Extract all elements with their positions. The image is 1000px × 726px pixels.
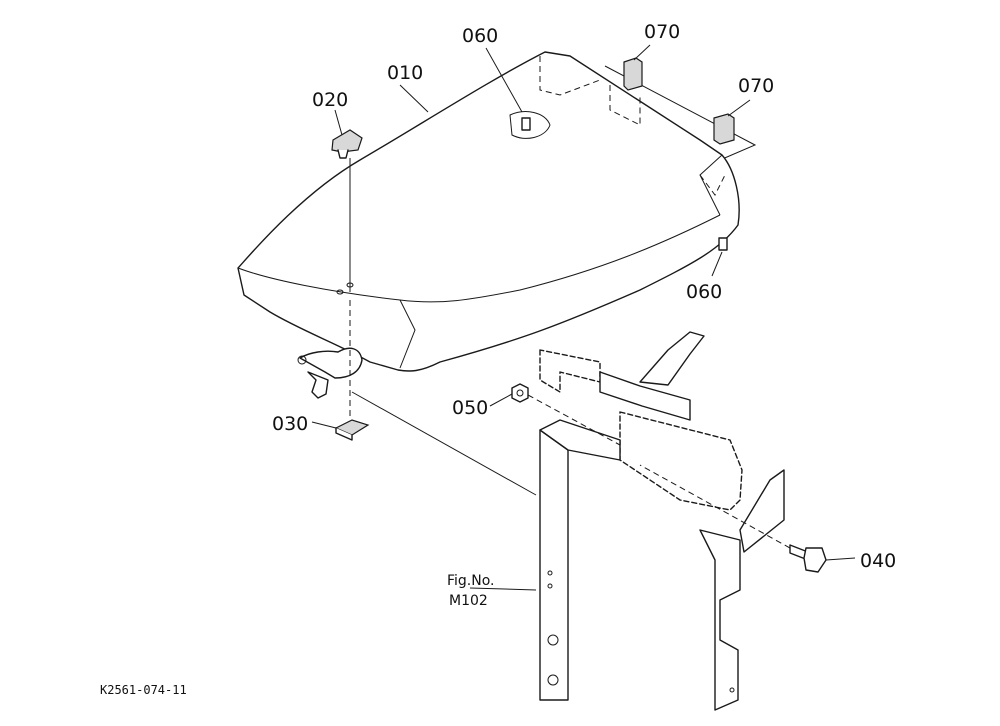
pad-070-left — [623, 57, 643, 91]
latch-030 — [297, 347, 363, 399]
leader-070-right — [727, 99, 751, 117]
leader-060-right — [711, 251, 723, 277]
callout-040: 040 — [860, 550, 896, 572]
callout-060-top: 060 — [462, 25, 498, 47]
bolt-040 — [789, 544, 827, 573]
callout-010: 010 — [387, 62, 423, 84]
guide-line-040 — [639, 464, 791, 549]
leader-070-left — [633, 44, 651, 61]
leader-030 — [311, 421, 337, 429]
guide-line-050 — [527, 394, 621, 446]
leader-010 — [399, 84, 429, 113]
clip-020 — [331, 129, 363, 159]
leader-m102 — [469, 587, 537, 591]
figure-reference-number: M102 — [449, 593, 488, 609]
latch-plate-030 — [334, 419, 370, 441]
nut-050 — [511, 383, 529, 403]
callout-030: 030 — [272, 413, 308, 435]
callout-060-right: 060 — [686, 281, 722, 303]
guide-line-back — [604, 65, 757, 161]
callout-050: 050 — [452, 397, 488, 419]
leader-040 — [825, 557, 856, 561]
frame-bracket — [539, 331, 785, 711]
pad-070-right — [713, 113, 735, 145]
cover-panel — [237, 51, 740, 372]
callout-070-right: 070 — [738, 75, 774, 97]
callout-070-left: 070 — [644, 21, 680, 43]
callout-020: 020 — [312, 89, 348, 111]
guide-line-front — [351, 391, 537, 496]
bolt-060-top — [521, 117, 531, 131]
drawing-code: K2561-074-11 — [100, 683, 187, 697]
leader-050 — [489, 393, 513, 407]
bolt-060-right — [718, 237, 728, 251]
figure-reference-label: Fig.No. — [447, 573, 495, 589]
leader-060-top — [485, 47, 523, 113]
leader-020 — [334, 109, 343, 136]
